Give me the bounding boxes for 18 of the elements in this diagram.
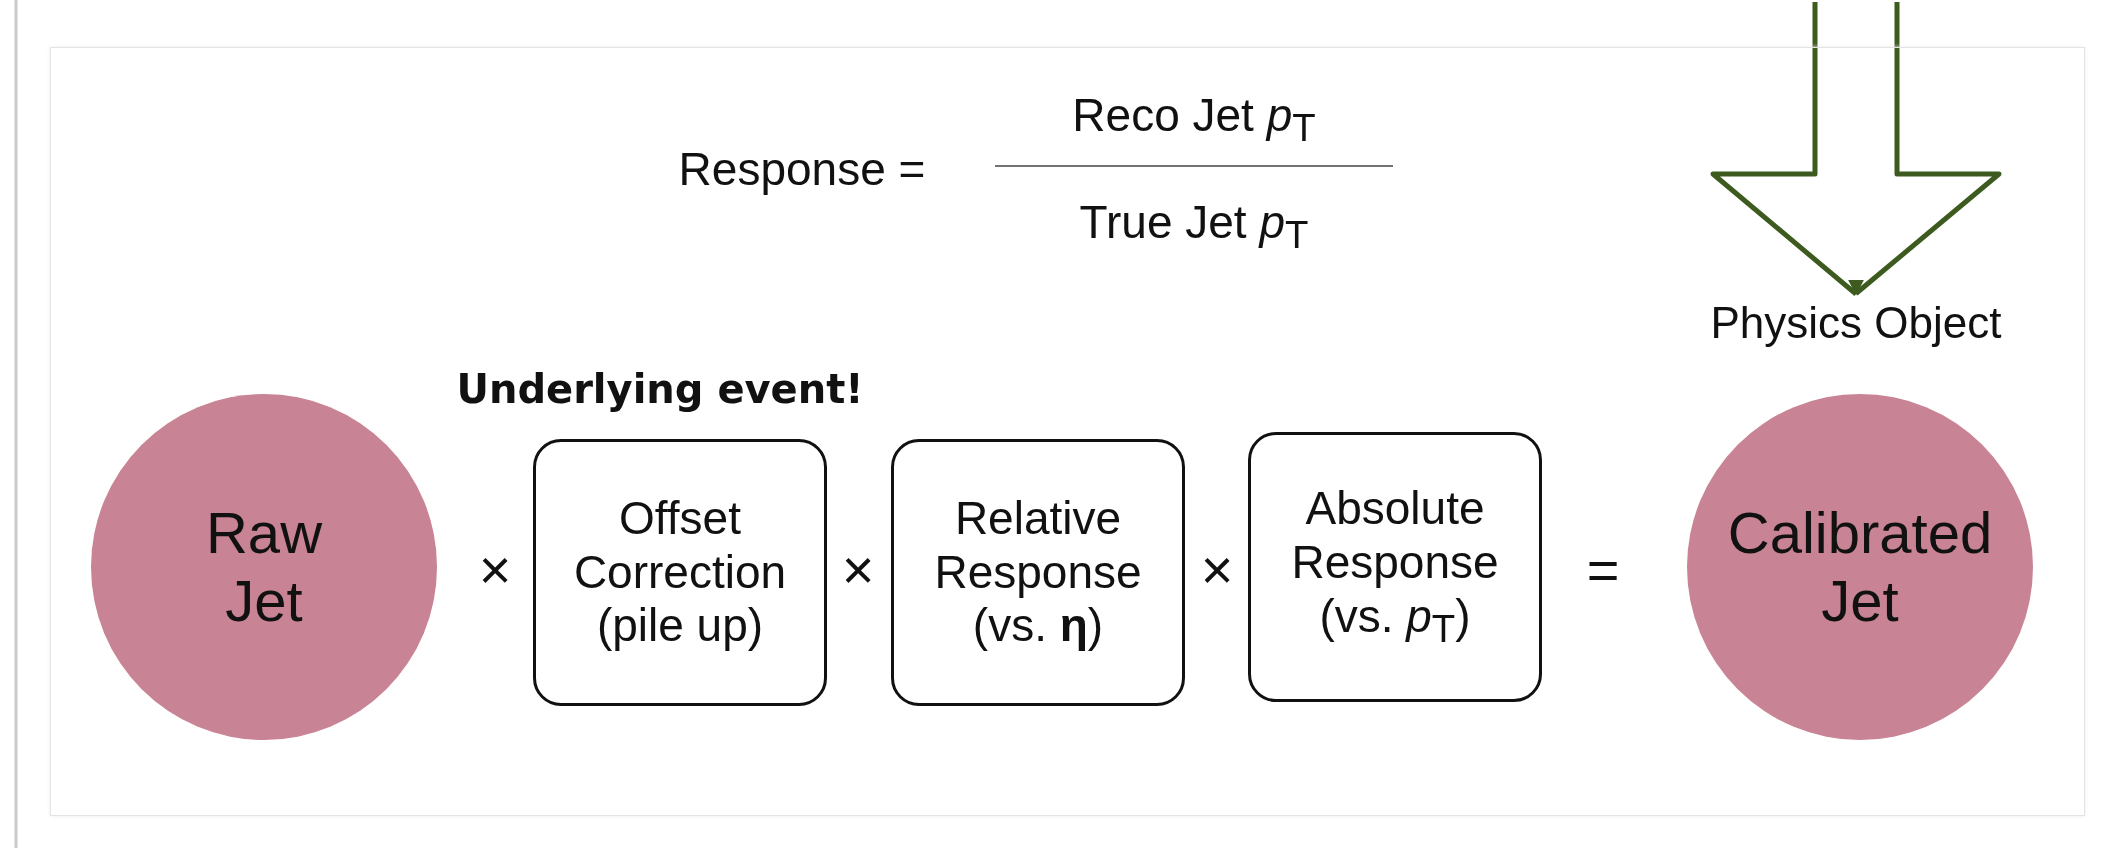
correction-box — [533, 439, 827, 706]
correction-box — [891, 439, 1185, 706]
node-label: Absolute Response (vs. p$_{T}$) — [1290, 482, 1500, 652]
node-label: Raw Jet — [205, 499, 323, 635]
hollow-arrow — [1710, 0, 2002, 297]
formula-denominator: True Jet p$_{T}$ — [1079, 194, 1309, 258]
node-label: Offset Correction (pile up) — [572, 491, 788, 654]
equals-sign: = — [1586, 536, 1620, 602]
physics-object-label: Physics Object — [1646, 294, 2066, 352]
multiply-sign: × — [478, 536, 512, 602]
annotation: Underlying event! — [456, 366, 864, 412]
formula-numerator: Reco Jet p$_{T}$ — [1072, 87, 1316, 151]
node-label: Relative Response (vs. η) — [933, 491, 1143, 654]
formula-label: Response = — [678, 142, 926, 196]
multiply-sign: × — [1200, 536, 1234, 602]
node-label: Calibrated Jet — [1726, 499, 1994, 635]
correction-box — [1248, 432, 1542, 702]
multiply-sign: × — [841, 536, 875, 602]
